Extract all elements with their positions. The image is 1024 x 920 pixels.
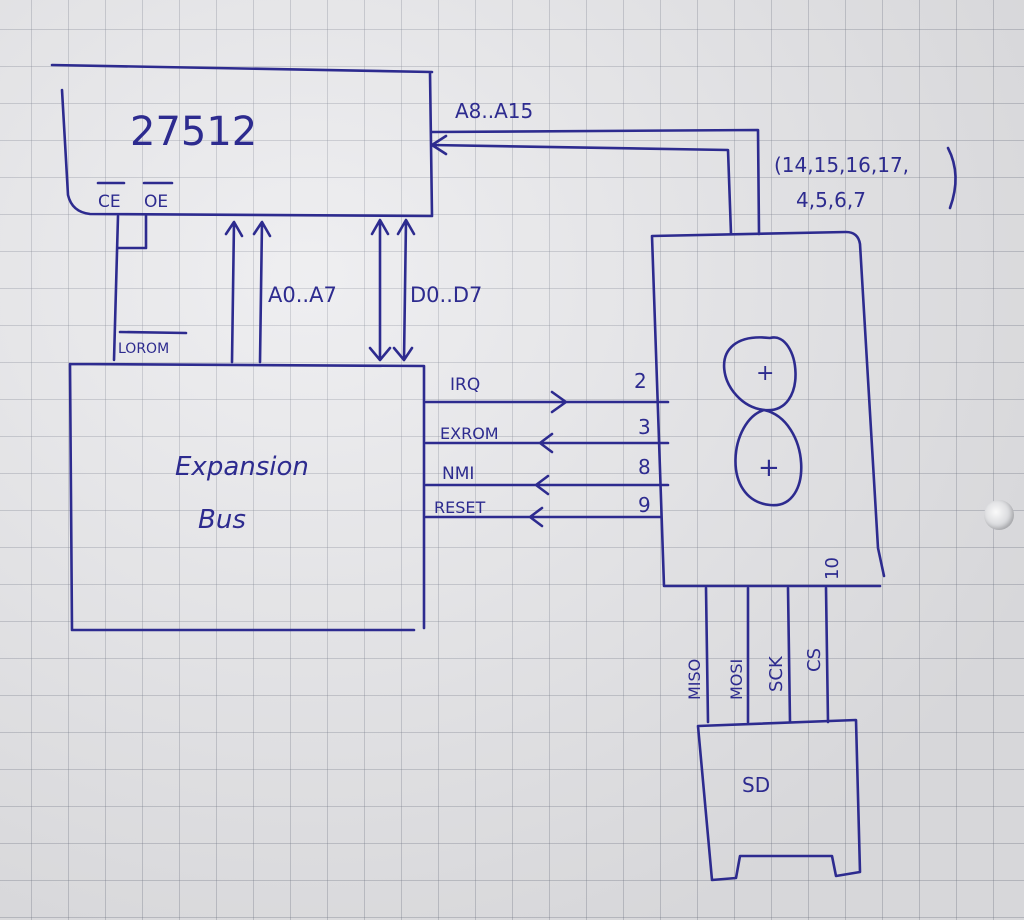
lorom-line: LOROM — [112, 214, 188, 362]
eprom-chip: 27512 CE OE — [50, 63, 434, 218]
data-bus: D0..D7 — [368, 218, 482, 362]
sd-label: SD — [742, 773, 770, 797]
spi-sck: SCK — [766, 655, 787, 692]
lorom-label: LOROM — [118, 341, 169, 357]
low-address-label: A0..A7 — [268, 283, 337, 307]
mcu-plus-bottom: + — [758, 453, 780, 483]
sd-card: SD — [696, 718, 862, 882]
signal-lines: IRQ 2 EXROM 3 NMI 8 RESET 9 — [424, 369, 670, 528]
spi-mosi: MOSI — [727, 659, 746, 700]
pin-exrom: 3 — [638, 415, 651, 439]
ce-label: CE — [98, 192, 121, 212]
expansion-line1: Expansion — [175, 452, 309, 482]
signal-reset: RESET — [434, 498, 485, 517]
pin-10: 10 — [822, 557, 843, 580]
oe-label: OE — [144, 192, 168, 212]
eprom-label: 27512 — [130, 109, 257, 155]
spi-cs: CS — [804, 648, 825, 672]
spi-miso: MISO — [685, 659, 704, 700]
high-address-bus: A8..A15 (14,15,16,17, 4,5,6,7 — [430, 99, 957, 236]
pin-irq: 2 — [634, 369, 647, 393]
data-bus-label: D0..D7 — [410, 283, 482, 307]
expansion-line2: Bus — [198, 505, 246, 535]
mcu-plus-top: + — [756, 361, 774, 386]
high-address-pins-2: 4,5,6,7 — [796, 188, 866, 212]
high-address-label: A8..A15 — [455, 99, 533, 123]
punch-hole — [984, 500, 1014, 530]
pin-nmi: 8 — [638, 455, 651, 479]
low-address-bus: A0..A7 — [224, 220, 337, 364]
signal-exrom: EXROM — [440, 424, 499, 443]
pin-reset: 9 — [638, 493, 651, 517]
high-address-pins-1: (14,15,16,17, — [774, 153, 909, 177]
expansion-bus-box: Expansion Bus — [68, 362, 426, 632]
signal-irq: IRQ — [450, 375, 480, 395]
spi-lines: MISO MOSI SCK CS — [685, 586, 830, 724]
mcu-box: + + 10 — [650, 230, 886, 588]
signal-nmi: NMI — [442, 464, 474, 484]
